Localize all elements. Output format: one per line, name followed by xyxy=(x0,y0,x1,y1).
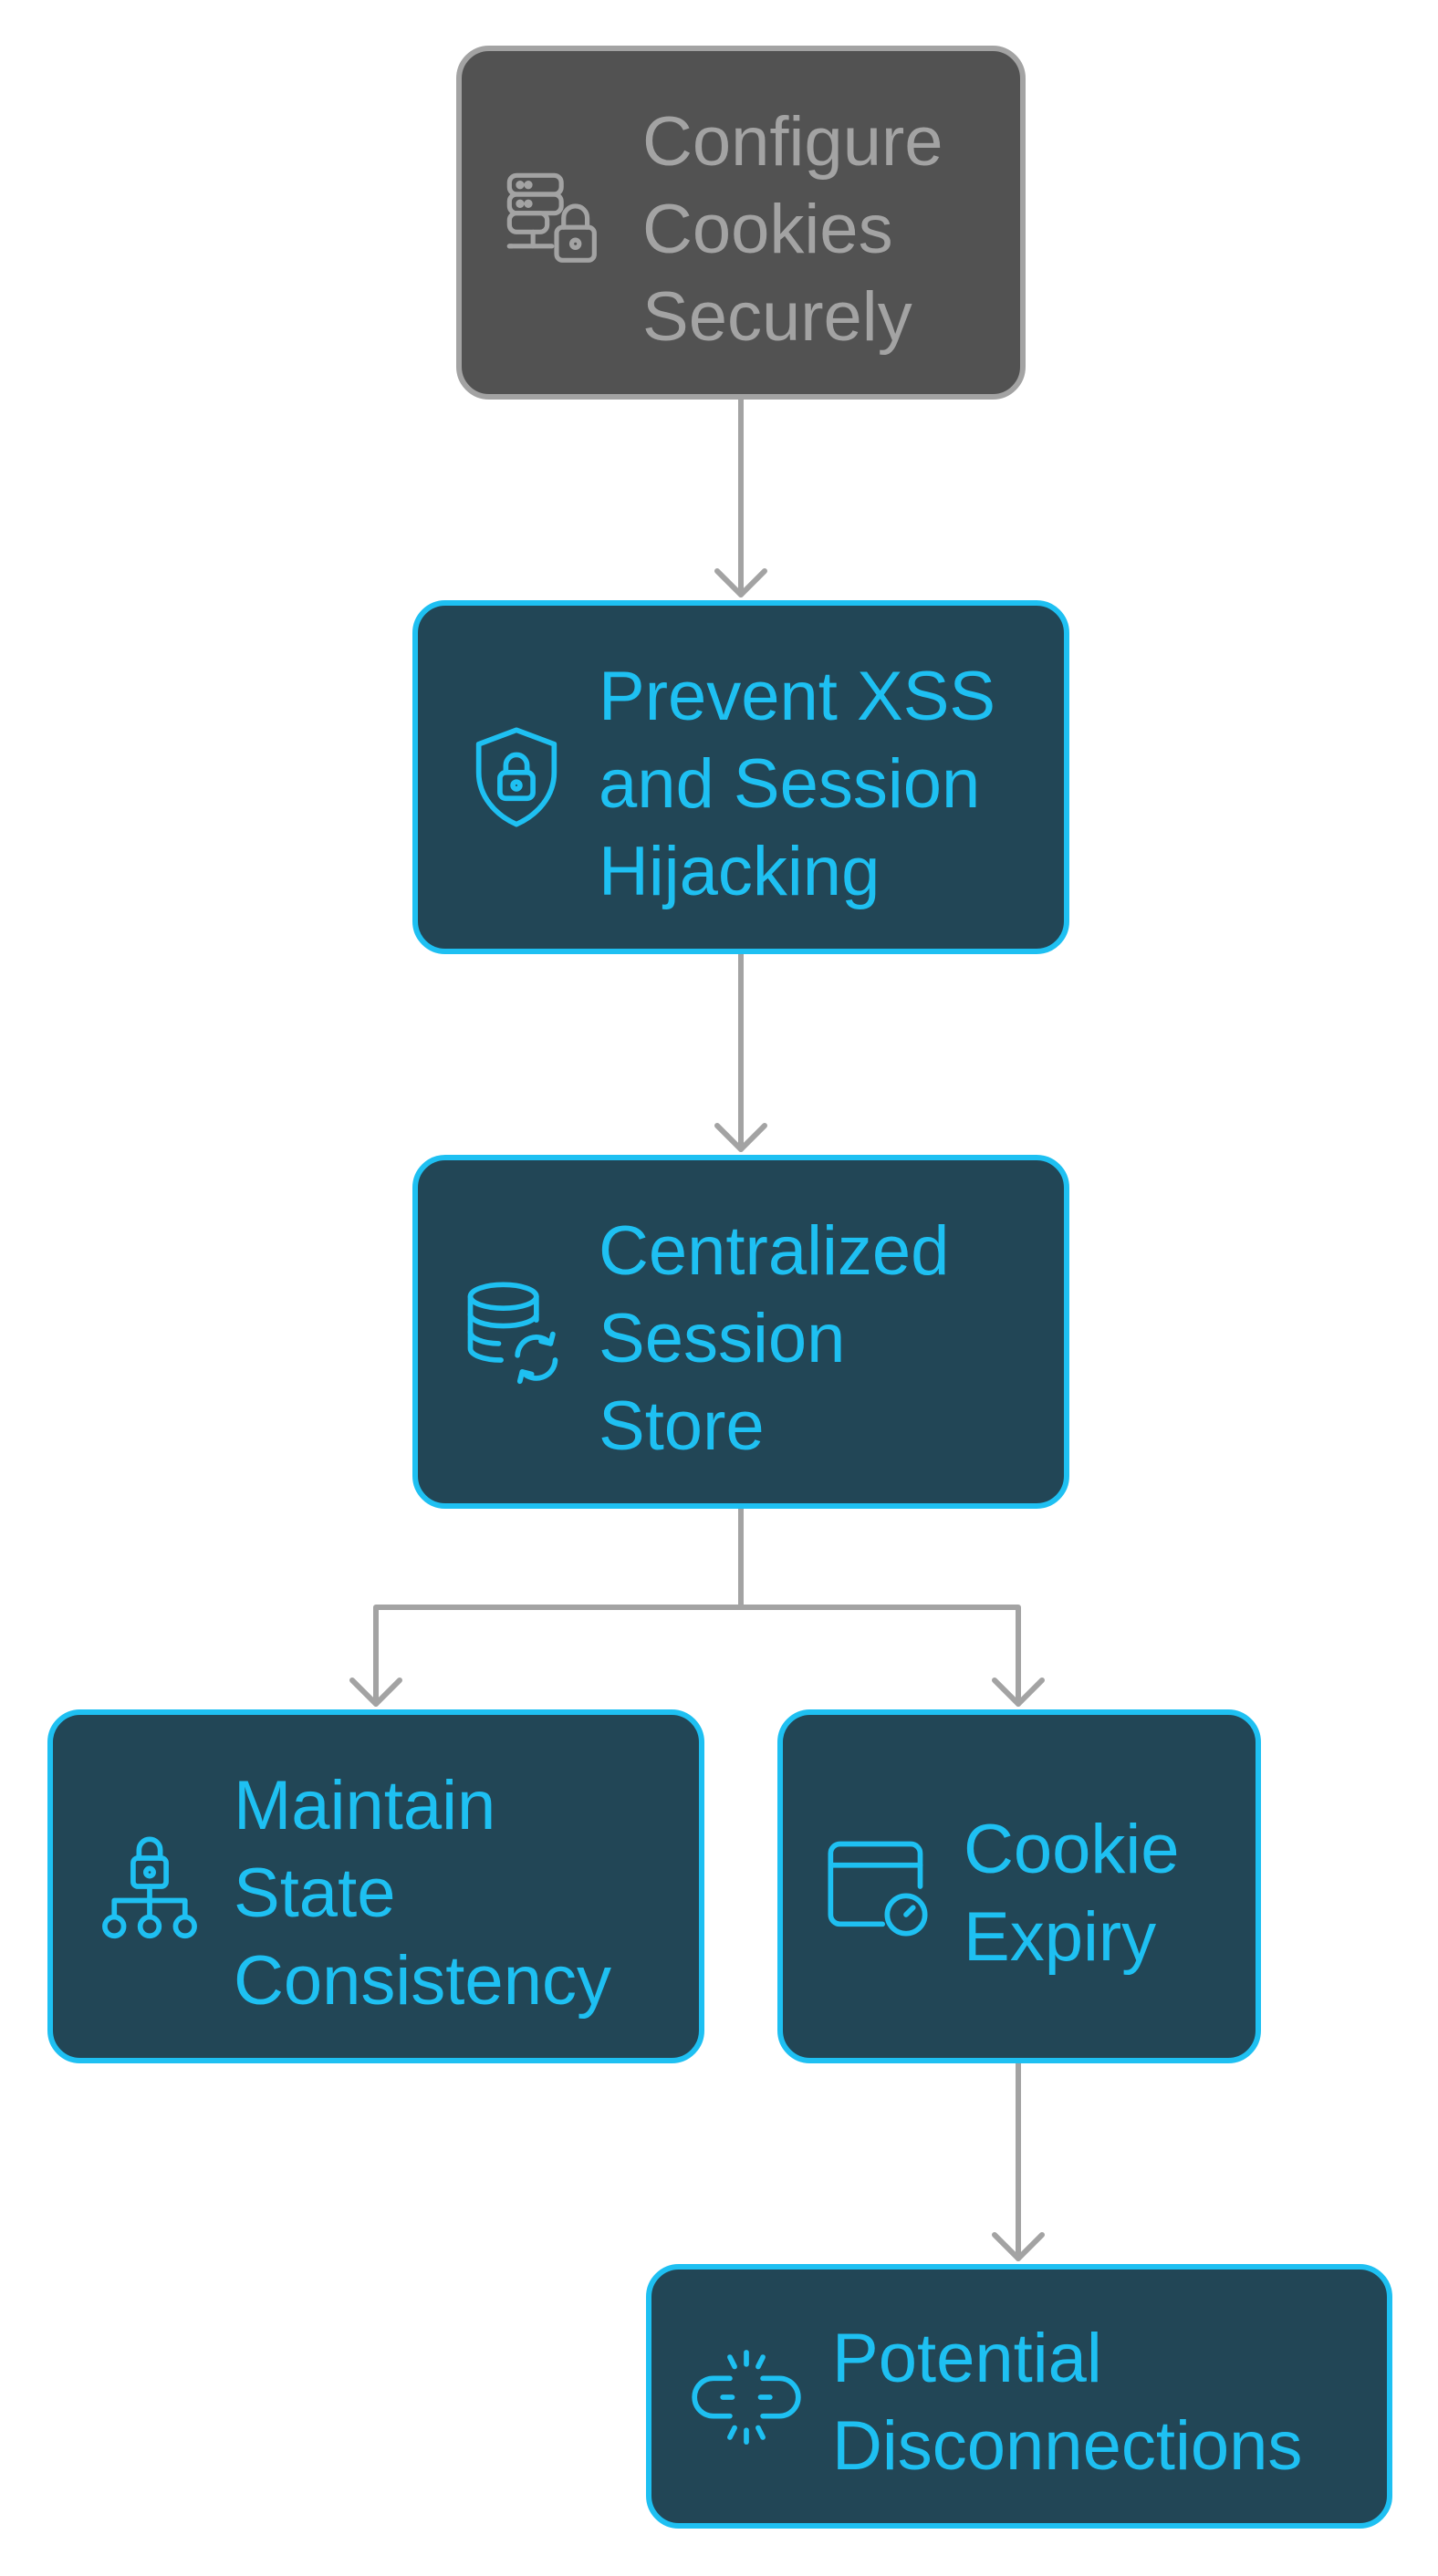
node-configure-label: Configure Cookies Securely xyxy=(642,99,943,361)
browser-clock-icon xyxy=(821,1830,934,1943)
node-cookie-expiry: Cookie Expiry xyxy=(777,1709,1261,2063)
node-label-line: State xyxy=(234,1854,396,1932)
node-label-line: Cookies xyxy=(642,191,893,268)
database-sync-icon xyxy=(456,1275,569,1388)
connector-expiry-to-disconnect xyxy=(992,2061,1045,2261)
node-label-line: Cookie xyxy=(964,1811,1180,1888)
node-store-label: Centralized Session Store xyxy=(599,1208,949,1470)
connector-configure-to-prevent xyxy=(714,397,767,597)
node-label-line: Centralized xyxy=(599,1212,950,1290)
node-disconnect-label: Potential Disconnections xyxy=(832,2315,1302,2490)
server-lock-icon xyxy=(500,166,613,279)
node-label-line: Store xyxy=(599,1387,765,1465)
node-prevent-label: Prevent XSS and Session Hijacking xyxy=(599,653,995,916)
node-label-line: Expiry xyxy=(964,1898,1157,1976)
node-prevent-xss: Prevent XSS and Session Hijacking xyxy=(412,600,1069,954)
lock-hierarchy-icon xyxy=(93,1830,206,1943)
connector-store-to-maintain xyxy=(349,1506,744,1707)
node-label-line: and Session xyxy=(599,745,981,823)
node-label-line: Maintain xyxy=(234,1767,496,1844)
node-maintain-state: Maintain State Consistency xyxy=(47,1709,704,2063)
connector-prevent-to-store xyxy=(714,951,767,1152)
node-label-line: Securely xyxy=(642,278,912,356)
node-expiry-label: Cookie Expiry xyxy=(964,1806,1180,1981)
node-label-line: Disconnections xyxy=(832,2407,1303,2485)
shield-lock-icon xyxy=(460,721,573,834)
node-label-line: Hijacking xyxy=(599,833,881,910)
node-label-line: Prevent XSS xyxy=(599,658,996,735)
node-centralized-store: Centralized Session Store xyxy=(412,1155,1069,1509)
node-label-line: Session xyxy=(599,1300,846,1377)
node-label-line: Configure xyxy=(642,103,943,181)
node-maintain-label: Maintain State Consistency xyxy=(234,1762,611,2025)
broken-link-icon xyxy=(690,2341,803,2454)
node-label-line: Potential xyxy=(832,2320,1102,2397)
node-configure-cookies: Configure Cookies Securely xyxy=(456,46,1026,400)
connector-store-to-expiry xyxy=(738,1605,1045,1707)
node-label-line: Consistency xyxy=(234,1942,611,2020)
node-potential-disconnections: Potential Disconnections xyxy=(646,2264,1392,2529)
